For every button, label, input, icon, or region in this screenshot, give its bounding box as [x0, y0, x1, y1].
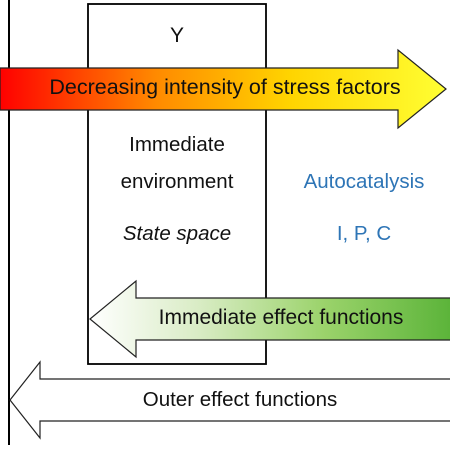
environment-box-title: Y	[169, 24, 184, 47]
state-space-label: State space	[122, 222, 232, 245]
immediate-label-line1: Immediate	[129, 133, 225, 156]
immediate-effect-label: Immediate effect functions	[158, 306, 404, 329]
stress-arrow-label: Decreasing intensity of stress factors	[49, 75, 401, 99]
outer-effect-arrow	[9, 360, 450, 440]
autocatalysis-sub-label: I, P, C	[336, 222, 392, 245]
stress-factors-arrow	[0, 48, 447, 130]
outer-effect-label: Outer effect functions	[142, 388, 338, 411]
immediate-effect-arrow	[89, 279, 450, 359]
autocatalysis-label: Autocatalysis	[303, 170, 425, 193]
immediate-label-line2: environment	[120, 170, 234, 193]
